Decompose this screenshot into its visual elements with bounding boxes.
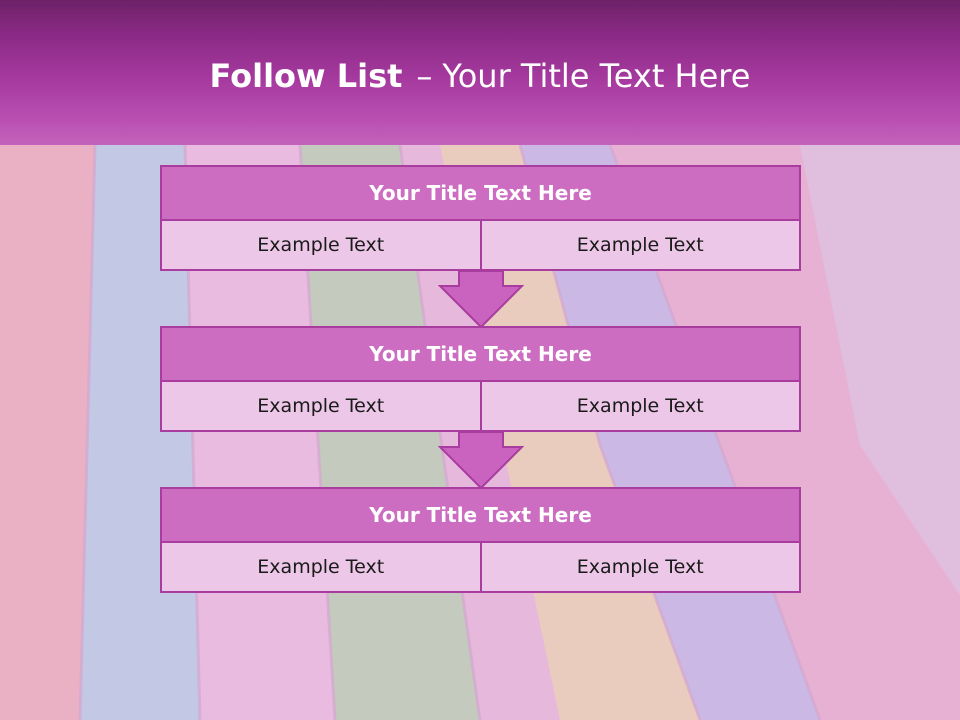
block-cell-right[interactable]: Example Text <box>481 382 801 432</box>
slide-title-bold: Follow List <box>209 57 403 95</box>
slide-title-dash: – <box>416 57 433 95</box>
block-cell-left[interactable]: Example Text <box>160 221 482 271</box>
slide-title: Follow List–Your Title Text Here <box>0 54 960 98</box>
block-cell-left[interactable]: Example Text <box>160 543 482 593</box>
list-block-3: Your Title Text Here Example Text Exampl… <box>160 487 801 593</box>
block-cell-right[interactable]: Example Text <box>481 221 801 271</box>
header-band: Follow List–Your Title Text Here <box>0 0 960 145</box>
list-block-2: Your Title Text Here Example Text Exampl… <box>160 326 801 432</box>
slide-title-rest: Your Title Text Here <box>442 57 751 95</box>
block-title[interactable]: Your Title Text Here <box>160 326 801 382</box>
down-arrow-icon <box>438 270 524 328</box>
block-cell-left[interactable]: Example Text <box>160 382 482 432</box>
block-title[interactable]: Your Title Text Here <box>160 487 801 543</box>
list-block-1: Your Title Text Here Example Text Exampl… <box>160 165 801 271</box>
block-title[interactable]: Your Title Text Here <box>160 165 801 221</box>
down-arrow-icon <box>438 431 524 489</box>
block-cell-right[interactable]: Example Text <box>481 543 801 593</box>
